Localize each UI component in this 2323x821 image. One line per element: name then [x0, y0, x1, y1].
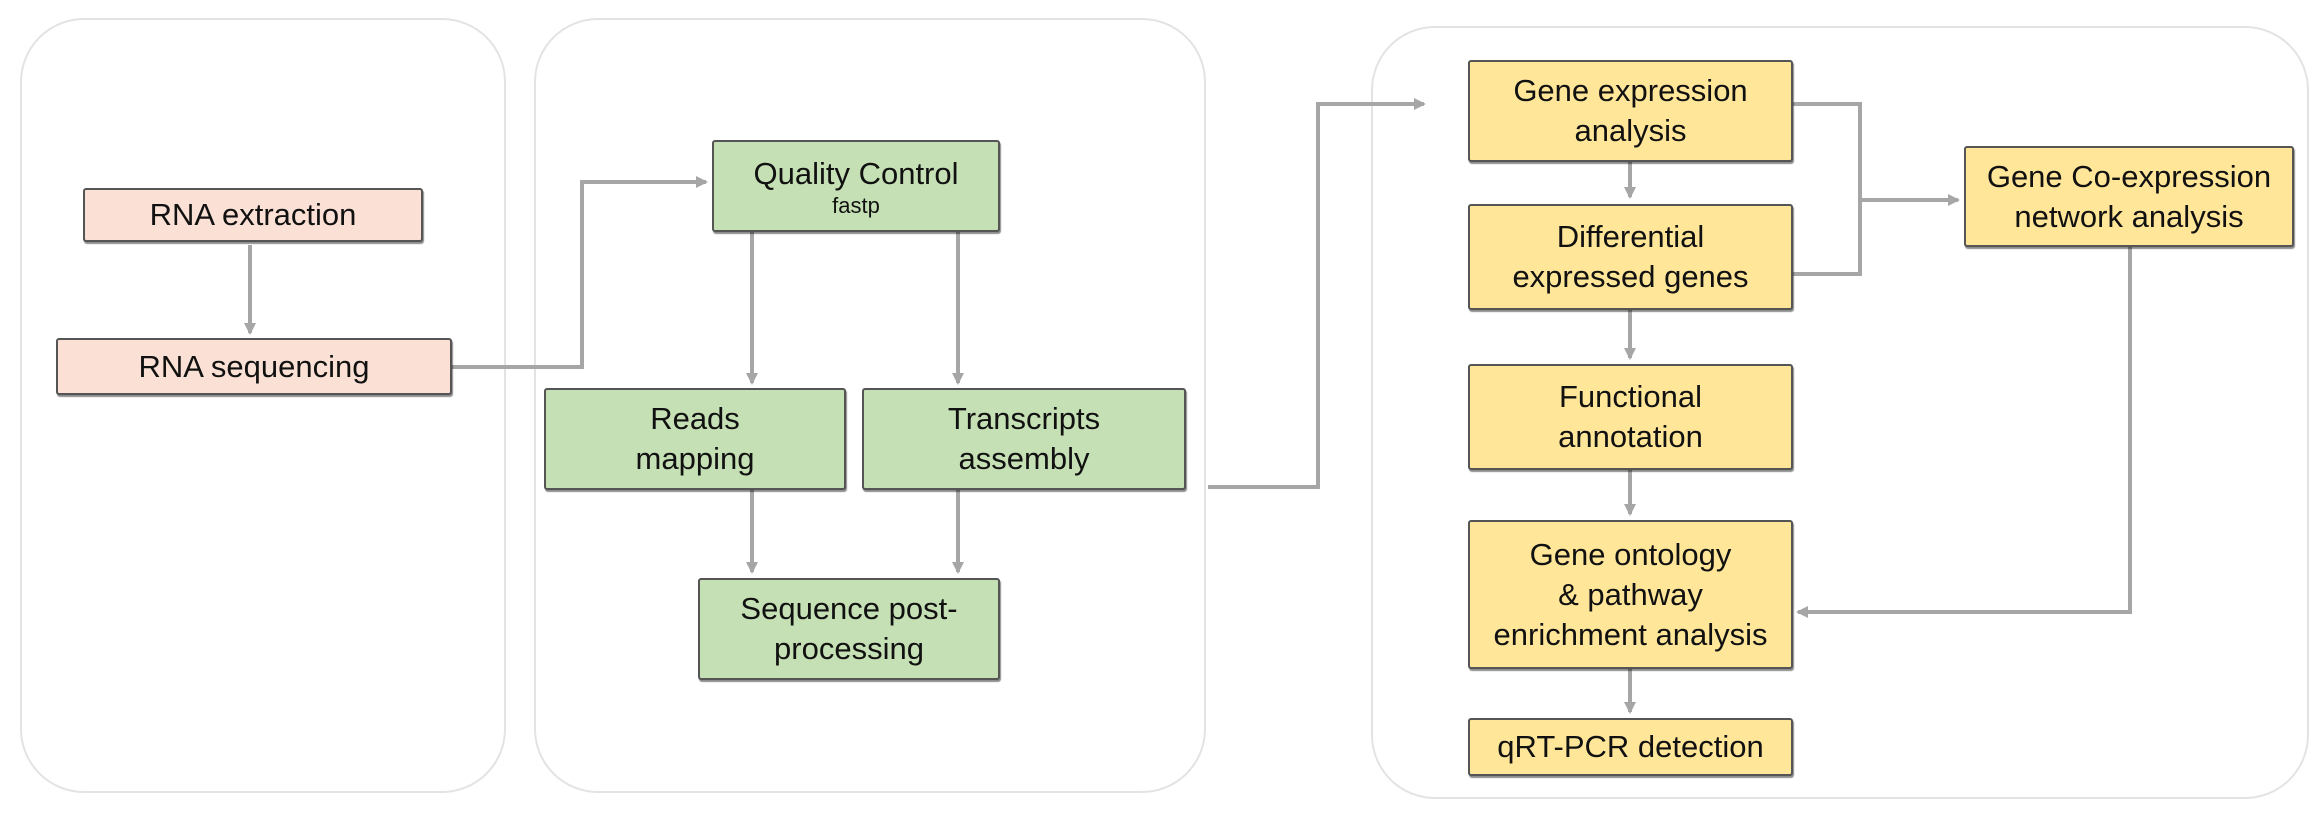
node-gene-ontology-enrichment: Gene ontology & pathway enrichment analy…	[1468, 520, 1793, 669]
node-label-line1: Gene expression	[1513, 73, 1748, 108]
node-rna-extraction: RNA extraction	[83, 188, 423, 242]
node-differential-expressed-genes: Differential expressed genes	[1468, 204, 1793, 310]
node-label-line2: mapping	[635, 441, 755, 476]
node-label-line2: & pathway	[1558, 576, 1703, 612]
node-label: qRT-PCR detection	[1497, 729, 1764, 764]
node-rna-sequencing: RNA sequencing	[56, 338, 452, 395]
node-label-line1: Functional	[1558, 379, 1703, 414]
node-label-line2: expressed genes	[1512, 259, 1749, 294]
node-label-line1: Sequence post-	[740, 591, 958, 626]
node-functional-annotation: Functional annotation	[1468, 364, 1793, 470]
node-quality-control: Quality Control fastp	[712, 140, 1000, 232]
node-label-line1: Reads	[650, 401, 740, 436]
node-label-line1: Gene ontology	[1529, 536, 1732, 572]
bracket-deg	[1793, 200, 1862, 276]
node-label-line2: network analysis	[2014, 198, 2244, 234]
node-label-line2: processing	[774, 631, 924, 666]
bracket-gene-expression	[1793, 102, 1862, 200]
node-gene-expression-analysis: Gene expression analysis	[1468, 60, 1793, 162]
node-label: RNA extraction	[149, 197, 357, 232]
node-gene-coexpression-network: Gene Co-expression network analysis	[1964, 146, 2294, 247]
node-transcripts-assembly: Transcripts assembly	[862, 388, 1186, 490]
arrow-panel-to-gene-expression	[1208, 98, 1426, 489]
node-label-line1: Gene Co-expression	[1986, 158, 2272, 194]
node-sequence-post-processing: Sequence post- processing	[698, 578, 1000, 680]
node-label-line1: Transcripts	[947, 401, 1101, 436]
node-label-line2: analysis	[1574, 113, 1687, 148]
panel-sample-preparation	[20, 18, 506, 793]
node-label: RNA sequencing	[138, 348, 370, 384]
node-reads-mapping: Reads mapping	[544, 388, 846, 490]
node-sublabel-tool: fastp	[832, 193, 880, 218]
node-label-line1: Differential	[1556, 219, 1705, 254]
arrow-sequencing-to-qc	[452, 176, 708, 369]
node-label-line3: enrichment analysis	[1493, 616, 1768, 652]
node-label-line2: annotation	[1558, 419, 1703, 454]
node-label: Quality Control	[753, 156, 959, 191]
node-qrt-pcr-detection: qRT-PCR detection	[1468, 718, 1793, 776]
node-label-line2: assembly	[958, 441, 1090, 476]
arrow-coexpression-to-go	[1796, 247, 2132, 618]
